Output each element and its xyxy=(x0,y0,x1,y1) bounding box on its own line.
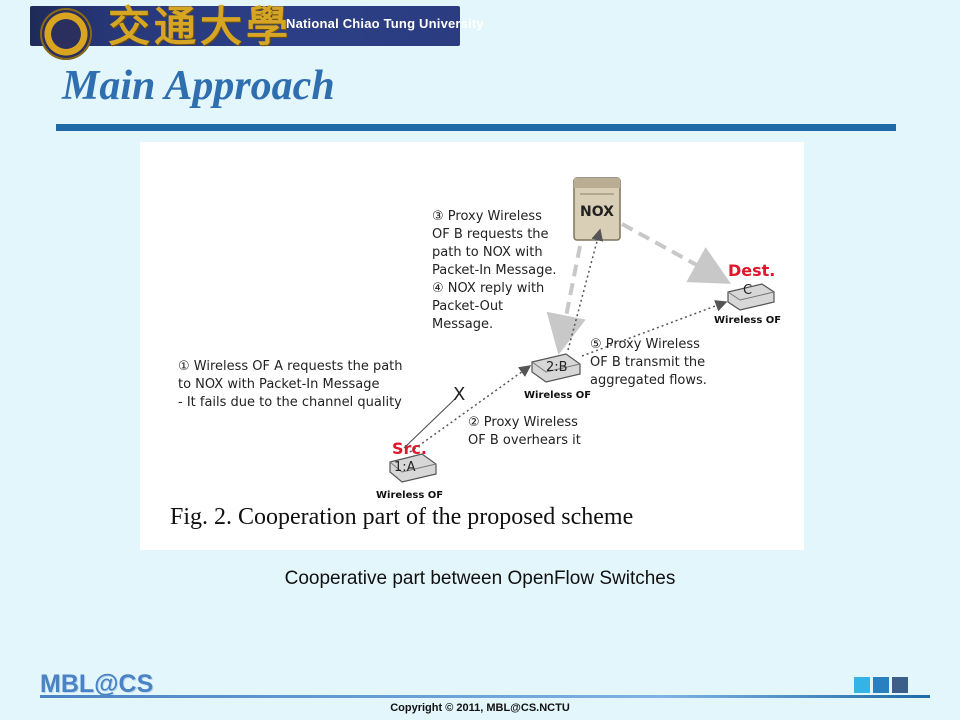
wireless-of-a-label: Wireless OF xyxy=(376,490,443,501)
figure-caption: Fig. 2. Cooperation part of the proposed… xyxy=(170,504,634,530)
nox-to-dest-arrow xyxy=(621,222,732,284)
figure-panel: NOX Dest. C Wireless OF 2:B Wireless OF … xyxy=(140,142,804,550)
slide-caption: Cooperative part between OpenFlow Switch… xyxy=(284,568,676,589)
b-to-dest-arrow xyxy=(581,300,728,357)
university-logo-chinese: 交通大學 xyxy=(108,2,293,51)
src-label: Src. xyxy=(392,439,427,458)
copyright-text: Copyright © 2011, MBL@CS.NCTU xyxy=(390,702,570,714)
a-failed-link xyxy=(403,397,457,449)
university-banner xyxy=(30,6,460,46)
cooperation-diagram: NOX Dest. C Wireless OF 2:B Wireless OF … xyxy=(178,177,781,501)
step5-text: ⑤ Proxy Wireless OF B transmit the aggre… xyxy=(590,337,709,388)
university-logo-english: National Chiao Tung University xyxy=(286,16,484,31)
wireless-of-c-label: Wireless OF xyxy=(714,315,781,326)
failed-x-mark: X xyxy=(453,384,465,405)
dest-label: Dest. xyxy=(728,261,775,280)
wireless-of-b-label: Wireless OF xyxy=(524,390,591,401)
title-divider xyxy=(56,124,896,131)
step3-text: ③ Proxy Wireless OF B requests the path … xyxy=(432,209,557,278)
switch-a-icon xyxy=(389,453,437,483)
switch-c-icon xyxy=(727,283,775,311)
footer-blocks-icon xyxy=(854,677,911,698)
slide-title: Main Approach xyxy=(62,63,335,109)
nox-label: NOX xyxy=(580,204,614,220)
mbl-logo: MBL@CS xyxy=(40,670,154,698)
footer-divider xyxy=(40,695,930,698)
node-a-label: 1:A xyxy=(394,460,416,475)
nox-to-b-arrow xyxy=(546,245,586,355)
step2-text: ② Proxy Wireless OF B overhears it xyxy=(468,415,582,448)
node-c-label: C xyxy=(743,283,752,298)
node-b-label: 2:B xyxy=(546,360,568,375)
step1-text: ① Wireless OF A requests the path to NOX… xyxy=(178,359,407,410)
university-seal-icon xyxy=(40,8,92,60)
b-to-nox-arrow xyxy=(567,228,604,351)
step4-text: ④ NOX reply with Packet-Out Message. xyxy=(432,281,548,332)
